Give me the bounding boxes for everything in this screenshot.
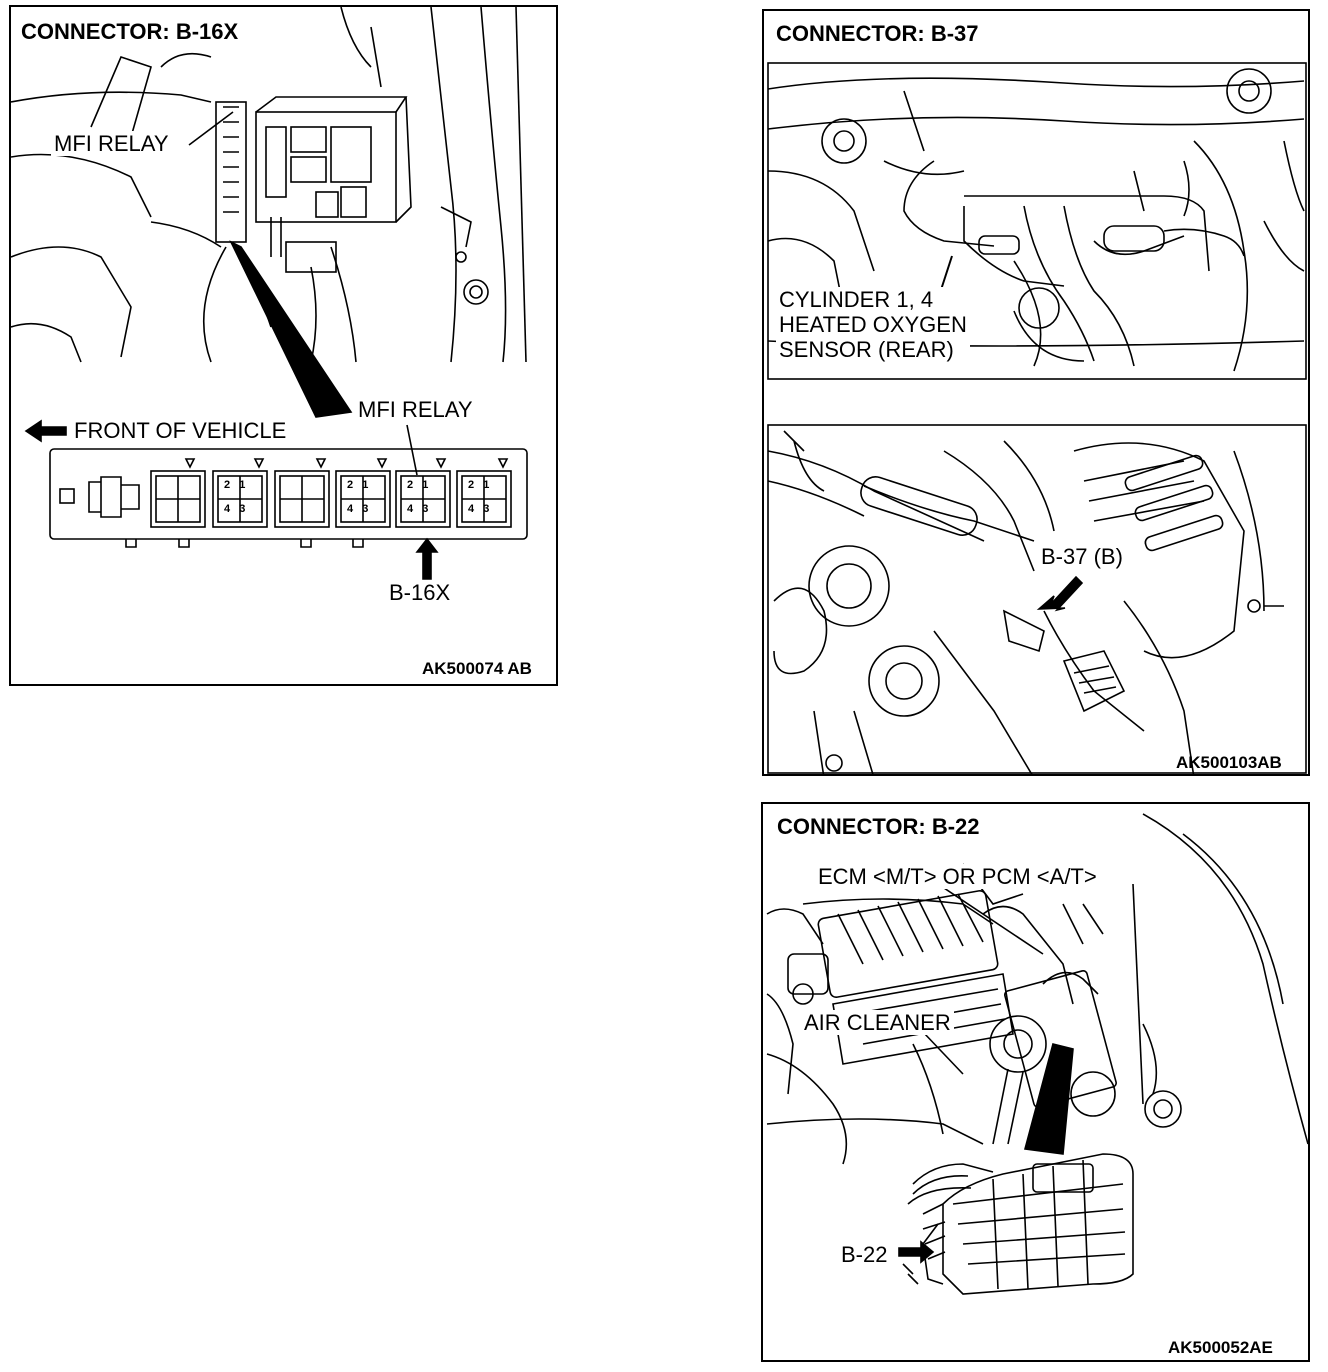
terminal-2: 2 [468, 479, 475, 491]
terminal-1: 1 [239, 479, 246, 491]
terminal-3: 3 [483, 503, 490, 515]
terminal-2: 2 [224, 479, 231, 491]
ecm-air-cleaner-illustration [766, 813, 1308, 1295]
connector-b37-label: B-37 (B) [1038, 544, 1126, 569]
panel-title: CONNECTOR: B-22 [773, 814, 984, 840]
terminal-1: 1 [483, 479, 490, 491]
terminal-4: 4 [347, 503, 354, 515]
sensor-label-line-2: HEATED OXYGEN [779, 312, 967, 337]
terminal-labels-slot4: 2 1 4 3 [347, 479, 368, 515]
terminal-3: 3 [362, 503, 369, 515]
mfi-relay-top-label: MFI RELAY [51, 131, 172, 156]
connector-b16x-label: B-16X [386, 580, 454, 605]
engine-bay-illustration [11, 7, 528, 580]
panel-title: CONNECTOR: B-16X [17, 19, 243, 45]
ecm-pcm-label: ECM <M/T> OR PCM <A/T> [815, 864, 1100, 889]
terminal-labels-slot2: 2 1 4 3 [224, 479, 245, 515]
ecm-detail-drawing [902, 1153, 1134, 1295]
figure-code: AK500103AB [1176, 753, 1282, 772]
front-of-vehicle-label: FRONT OF VEHICLE [71, 418, 290, 443]
relay-slots [150, 470, 512, 528]
mfi-relay-diagram-label: MFI RELAY [355, 397, 476, 422]
panel-connector-b37: CONNECTOR: B-37 CYLINDER 1, 4 HEATED OXY… [762, 9, 1310, 776]
figure-code: AK500074 AB [422, 659, 532, 678]
cylinder-1-4-heated-oxygen-sensor-rear-label: CYLINDER 1, 4 HEATED OXYGEN SENSOR (REAR… [776, 287, 970, 362]
terminal-2: 2 [407, 479, 414, 491]
terminal-2: 2 [347, 479, 354, 491]
terminal-3: 3 [239, 503, 246, 515]
sensor-label-line-1: CYLINDER 1, 4 [779, 287, 934, 312]
sensor-label-line-3: SENSOR (REAR) [779, 337, 954, 362]
connector-b22-label: B-22 [841, 1242, 888, 1267]
terminal-3: 3 [422, 503, 429, 515]
terminal-1: 1 [362, 479, 369, 491]
terminal-labels-slot6: 2 1 4 3 [468, 479, 489, 515]
panel-connector-b22: CONNECTOR: B-22 ECM <M/T> OR PCM <A/T> A… [761, 802, 1310, 1362]
terminal-4: 4 [407, 503, 414, 515]
exhaust-and-engine-illustration [767, 62, 1307, 774]
terminal-4: 4 [224, 503, 231, 515]
terminal-labels-slot5: 2 1 4 3 [407, 479, 428, 515]
figure-code: AK500052AE [1168, 1338, 1273, 1357]
air-cleaner-label: AIR CLEANER [801, 1010, 954, 1035]
panel-connector-b16x: 2 1 4 3 2 1 4 3 2 1 4 3 2 1 4 3 CONNECTO… [9, 5, 558, 686]
terminal-4: 4 [468, 503, 475, 515]
terminal-1: 1 [422, 479, 429, 491]
panel-title: CONNECTOR: B-37 [772, 21, 983, 47]
